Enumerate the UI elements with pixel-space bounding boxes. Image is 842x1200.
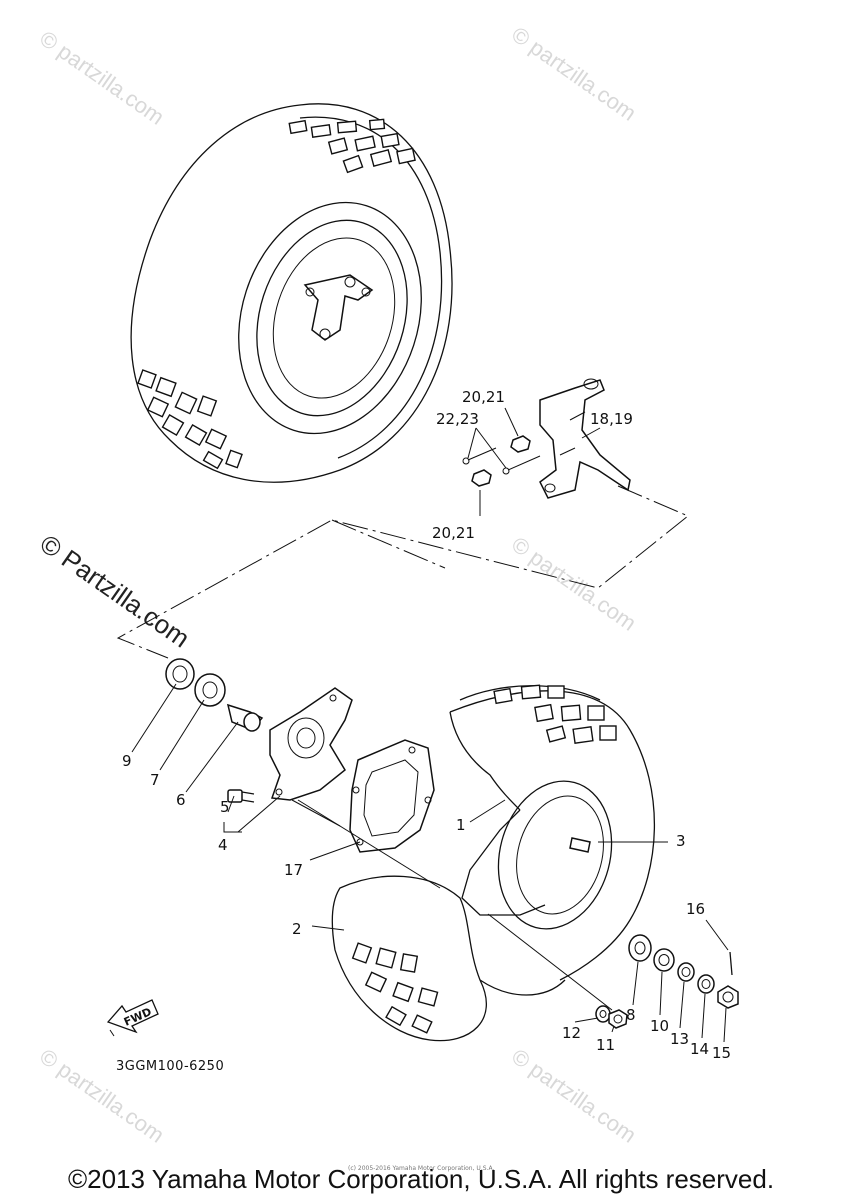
callout-16: 16	[686, 900, 705, 918]
cotter-pin-16	[729, 951, 733, 976]
bolt-5	[227, 789, 255, 803]
bottom-wheel	[331, 684, 656, 1042]
fwd-label: FWD	[122, 1005, 154, 1029]
castle-nut-lower	[471, 469, 492, 487]
spacer-6	[226, 703, 264, 732]
callout-7: 7	[150, 771, 160, 789]
bearing-8	[628, 934, 652, 962]
top-wheel	[130, 103, 453, 483]
steering-knuckle	[539, 378, 631, 499]
valve-3	[569, 837, 591, 853]
callout-2: 2	[292, 920, 302, 938]
callout-14: 14	[690, 1040, 709, 1058]
copyright-footer: ©2013 Yamaha Motor Corporation, U.S.A. A…	[67, 1164, 775, 1194]
seal-10	[653, 948, 675, 972]
callout-3: 3	[676, 832, 686, 850]
callout-17: 17	[284, 861, 303, 879]
callout-1: 1	[456, 816, 466, 834]
callout-13: 13	[670, 1030, 689, 1048]
nut-11	[608, 1009, 628, 1029]
bearing-9	[165, 658, 195, 690]
callout-11: 11	[596, 1036, 615, 1054]
bearing-7	[194, 673, 226, 707]
washer-14	[697, 974, 715, 994]
castle-nut-upper	[510, 435, 531, 453]
watermark-top-left: © partzilla.com	[35, 26, 169, 130]
watermark-bottom-right: © partzilla.com	[507, 1044, 641, 1148]
washer-12	[595, 1005, 611, 1023]
nut-15	[717, 985, 739, 1009]
callout-20-21-bottom: 20,21	[432, 524, 475, 542]
callout-18-19: 18,19	[590, 410, 633, 428]
callout-20-21-top: 20,21	[462, 388, 505, 406]
callout-22-23: 22,23	[436, 410, 479, 428]
watermark-top-right: © partzilla.com	[507, 22, 641, 126]
leader-lines	[131, 683, 729, 1043]
callout-4: 4	[218, 836, 228, 854]
callout-9: 9	[122, 752, 132, 770]
wheel-plate-17	[349, 739, 435, 853]
fine-print: (c) 2005-2016 Yamaha Motor Corporation, …	[348, 1165, 494, 1172]
washer-13	[677, 962, 695, 982]
callout-12: 12	[562, 1024, 581, 1042]
callout-8: 8	[626, 1006, 636, 1024]
callout-6: 6	[176, 791, 186, 809]
watermark-main: © Partzilla.com	[35, 528, 196, 653]
front-hub-4	[269, 687, 353, 801]
callout-15: 15	[712, 1044, 731, 1062]
forward-arrow: FWD	[106, 999, 159, 1037]
diagram-code: 3GGM100-6250	[116, 1059, 224, 1074]
watermark-mid-right: © partzilla.com	[507, 532, 641, 636]
callout-5: 5	[220, 798, 230, 816]
callout-10: 10	[650, 1017, 669, 1035]
